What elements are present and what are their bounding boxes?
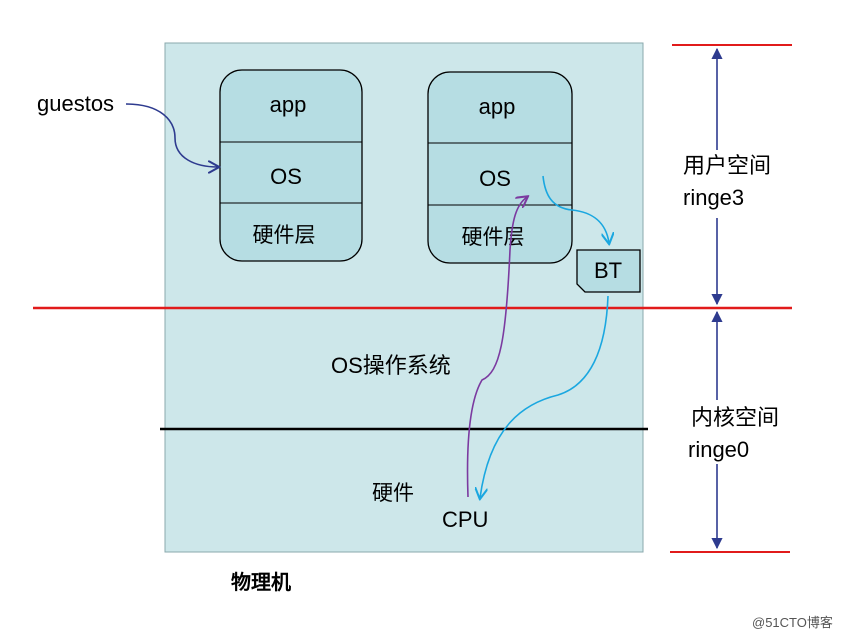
vm-right-hw-label: 硬件层 xyxy=(462,226,525,249)
guestos-arrow xyxy=(125,103,218,167)
vm-left-hw-label: 硬件层 xyxy=(253,224,316,247)
vm-right-os-label: OS xyxy=(479,166,511,191)
cpu-label: CPU xyxy=(442,507,488,532)
cpu-to-guest-os-arrow xyxy=(466,197,527,498)
vm-right-app-label: app xyxy=(479,94,516,119)
guestos-label: guestos xyxy=(37,91,114,116)
physical-machine-label: 物理机 xyxy=(231,570,291,594)
bt-to-cpu-arrow xyxy=(480,295,609,498)
watermark: @51CTO博客 xyxy=(752,615,833,630)
kernel-space-ring-label: ringe0 xyxy=(688,437,749,462)
host-os-label: OS操作系统 xyxy=(331,353,451,378)
vm-right-box xyxy=(427,71,573,264)
bt-box xyxy=(576,249,641,293)
vm-left: app OS 硬件层 xyxy=(219,69,363,262)
user-space-ring-label: ringe3 xyxy=(683,185,744,210)
kernel-space-label: 内核空间 xyxy=(691,405,779,430)
guest-os-to-bt-arrow xyxy=(542,175,609,243)
user-space-label: 用户空间 xyxy=(683,153,771,178)
bt-label: BT xyxy=(594,258,622,283)
vm-left-os-label: OS xyxy=(270,164,302,189)
vm-right: app OS 硬件层 xyxy=(427,71,573,264)
hardware-label: 硬件 xyxy=(372,482,414,505)
vm-left-app-label: app xyxy=(270,92,307,117)
